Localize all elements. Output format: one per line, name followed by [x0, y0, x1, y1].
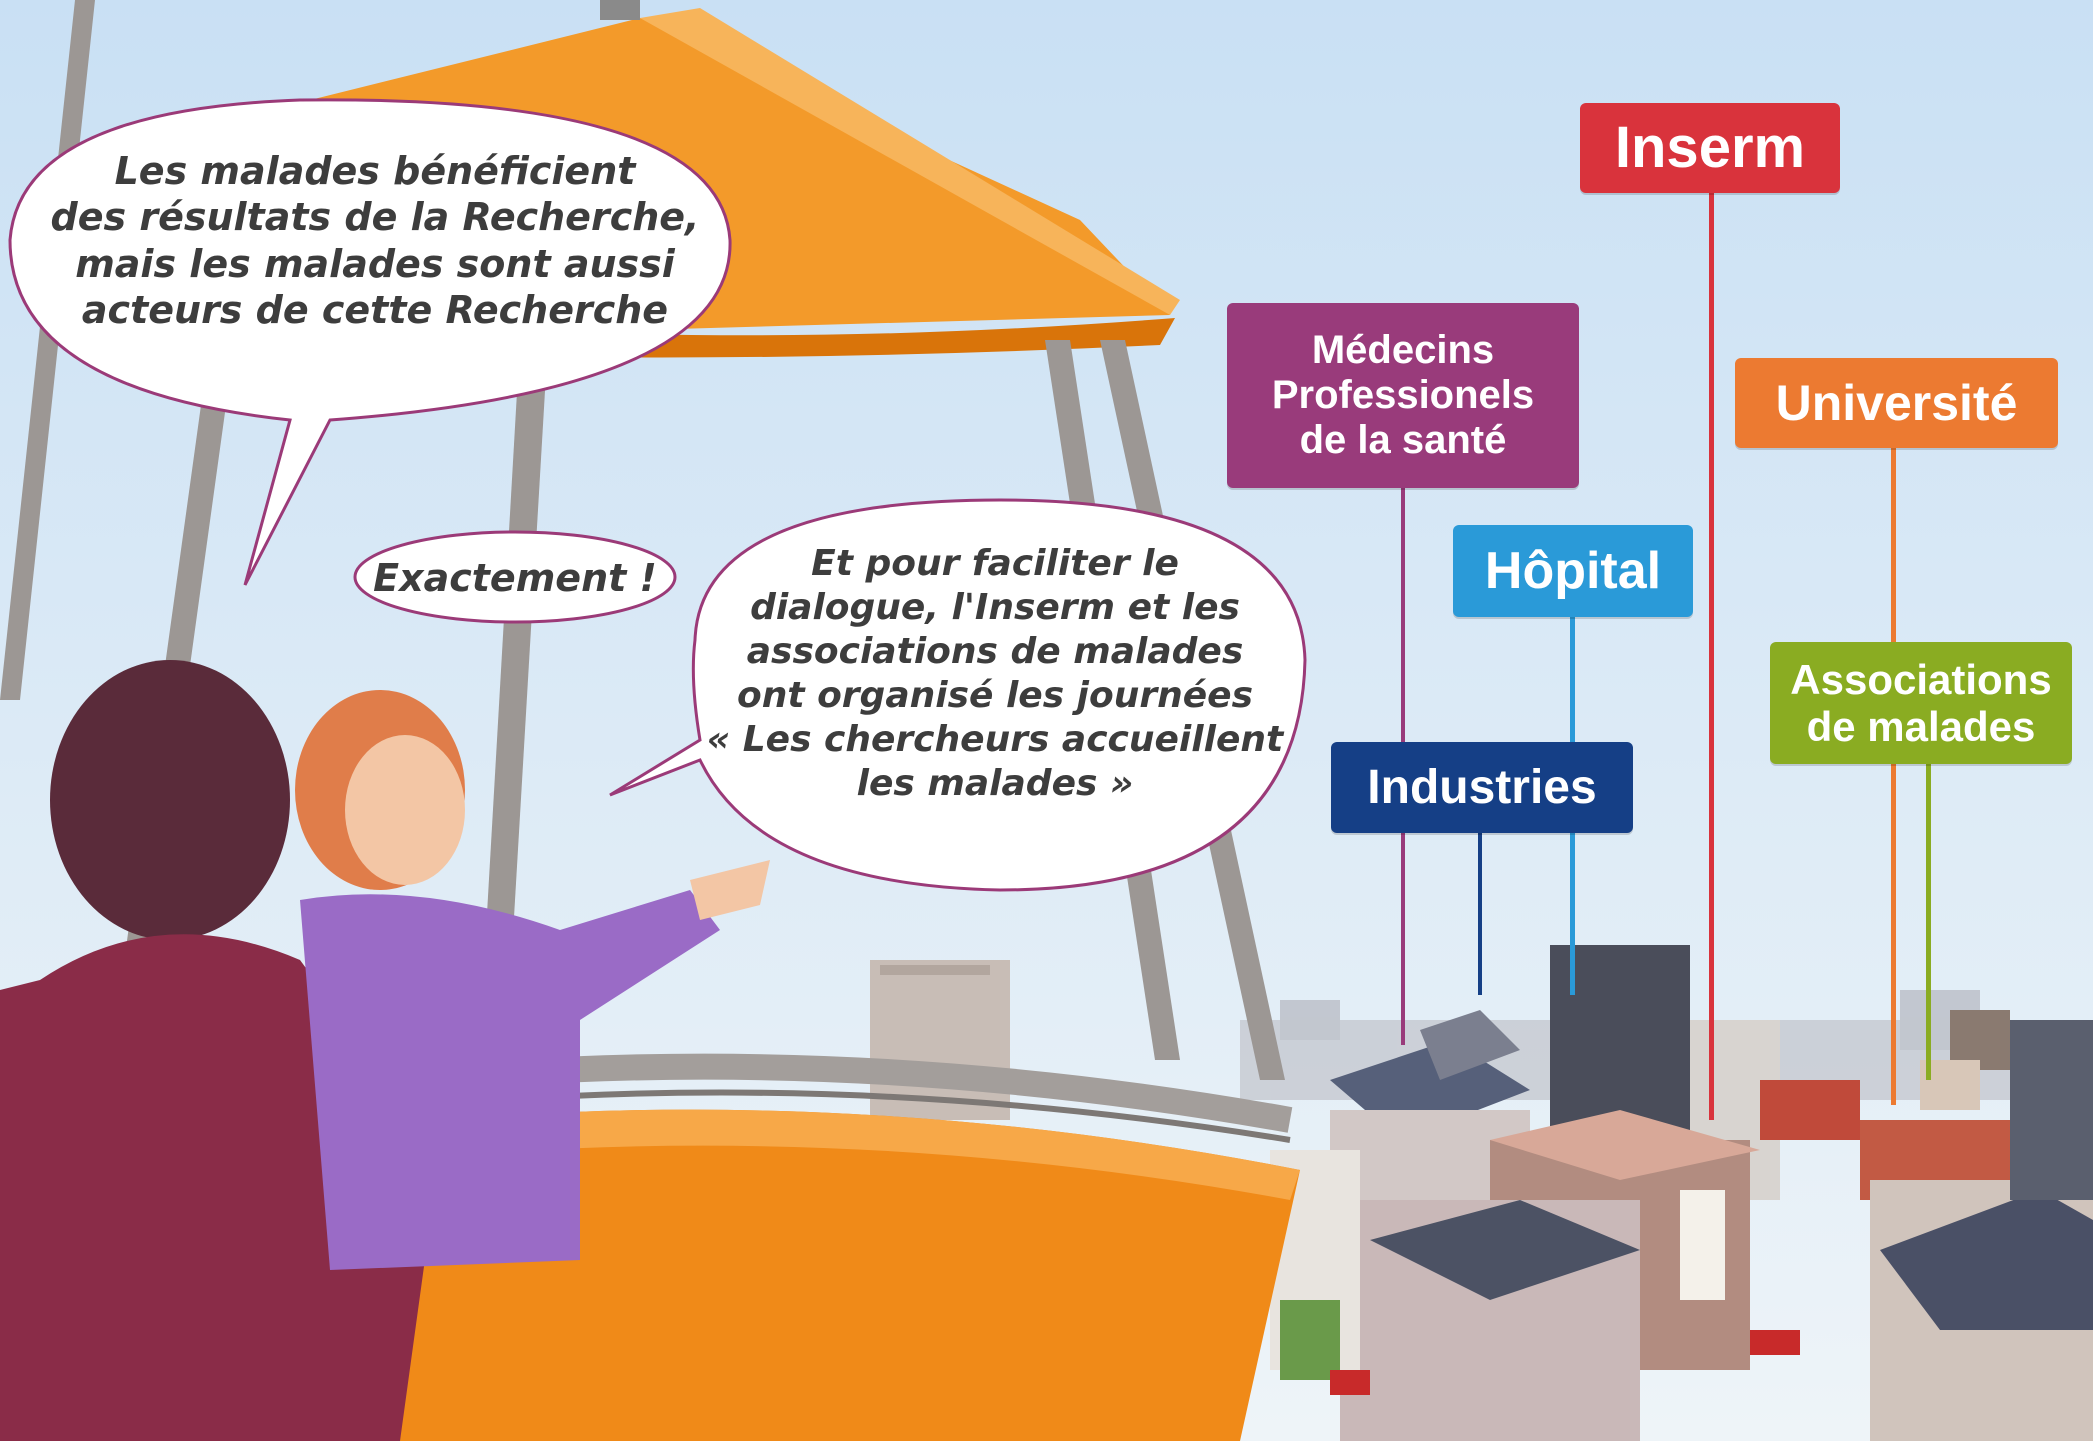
sign-universite: Université	[1735, 358, 2058, 448]
sign-industries: Industries	[1331, 742, 1633, 833]
sign-inserm: Inserm	[1580, 103, 1840, 193]
sign-hopital: Hôpital	[1453, 525, 1693, 617]
city-buildings	[870, 945, 2093, 1441]
speech-bubble-right: Et pour faciliter le dialogue, l'Inserm …	[706, 543, 1284, 804]
sign-associations: Associations de malades	[1770, 642, 2072, 764]
speech-bubble-top-left: Les malades bénéficient des résultats de…	[50, 149, 700, 333]
speech-bubble-shapes	[8, 98, 1307, 892]
character-red-hair	[295, 690, 770, 1270]
speech-bubble-exactement: Exactement !	[373, 556, 657, 600]
sign-medecins: Médecins Professionels de la santé	[1227, 303, 1579, 488]
